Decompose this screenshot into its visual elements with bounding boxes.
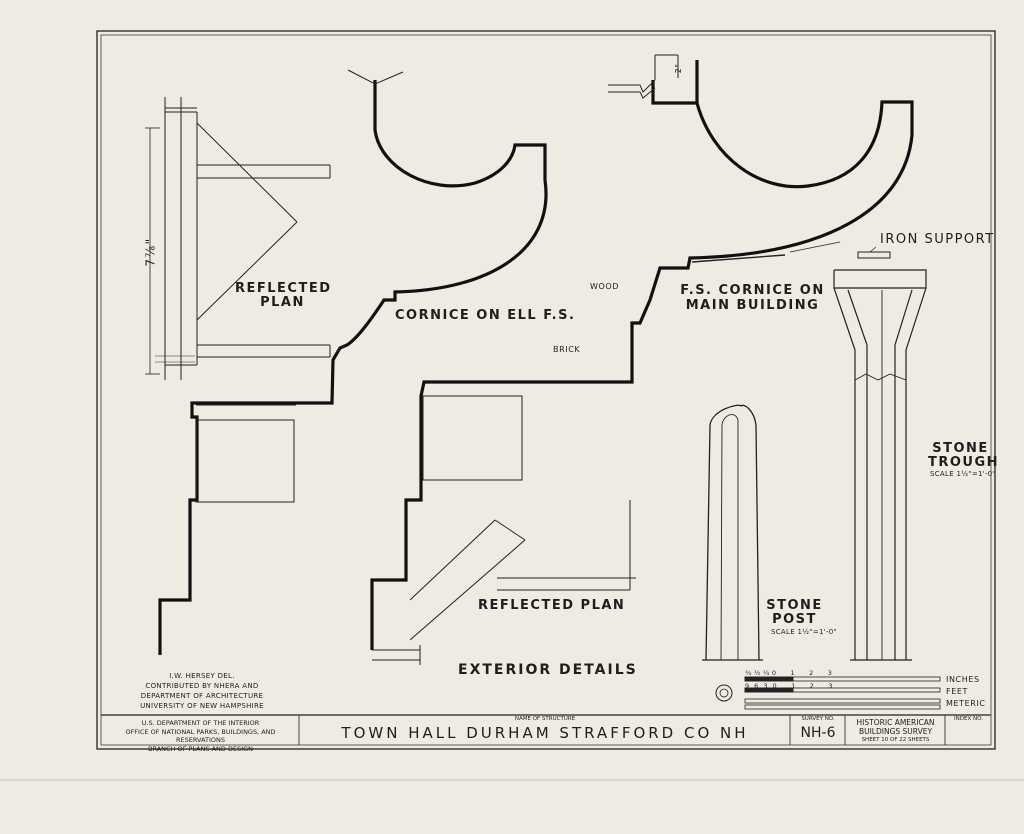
agency-line: U.S. DEPARTMENT OF THE INTERIOR [141,719,260,727]
structure-name: TOWN HALL DURHAM STRAFFORD CO NH [341,724,749,742]
credit-line: UNIVERSITY OF NEW HAMPSHIRE [140,702,264,710]
survey-no: NH-6 [800,725,836,741]
scale-feet-ticks: 9 6 3 0 1 2 3 [745,682,833,690]
label-stone-post-scale: SCALE 1½"=1'-0" [771,628,838,636]
credit-line: I.W. HERSEY DEL. [169,672,235,680]
label-brick: BRICK [553,345,581,354]
credits: I.W. HERSEY DEL. CONTRIBUTED BY NHERA AN… [122,671,282,711]
cornice-ell-profile [158,80,548,655]
scale-metric-label: METERIC [946,699,986,708]
scale-bar [715,676,941,710]
scale-inch-ticks: ¾ ½ ¼ 0 1 2 3 [745,669,833,677]
label-stone-trough: STONE TROUGH [928,441,1000,470]
cornice-ell-details [195,69,404,503]
name-of-structure-label: NAME OF STRUCTURE [514,716,576,722]
agency-line: OFFICE OF NATIONAL PARKS, BUILDINGS, AND… [125,727,276,745]
stone-trough [833,269,927,661]
label-stone-post: STONE POST [766,598,823,627]
label-exterior-details: EXTERIOR DETAILS [458,662,638,678]
label-reflected-plan-left: REFLECTED PLAN [235,281,332,310]
title-block-lines [101,714,991,745]
label-dimension: 7⅞" [143,237,158,267]
label-wood: WOOD [590,282,620,291]
scale-feet-label: FEET [946,687,968,696]
habs-line: BUILDINGS SURVEY [858,727,933,736]
label-stone-trough-scale: SCALE 1½"=1'-0" [930,470,997,478]
credit-line: DEPARTMENT OF ARCHITECTURE [140,692,264,700]
stone-post [702,404,763,661]
survey-no-label: SURVEY NO. [801,716,835,722]
reflected-plan-left [145,97,331,380]
scale-inches-label: INCHES [946,675,980,684]
main-cornice-profile [370,60,914,650]
inner-border [100,34,992,746]
outer-border [96,30,996,750]
label-dimension-small: 2" [674,63,684,74]
main-cornice-details [422,54,891,481]
label-iron-support: IRON SUPPORT [880,232,995,247]
label-cornice-ell: CORNICE ON ELL F.S. [395,308,576,323]
title-block-agency: U.S. DEPARTMENT OF THE INTERIOR OFFICE O… [103,719,298,753]
index-no-label: INDEX NO. [954,716,983,722]
habs-line: HISTORIC AMERICAN [856,718,935,727]
habs-block: HISTORIC AMERICAN BUILDINGS SURVEY SHEET… [846,718,945,745]
credit-line: CONTRIBUTED BY NHERA AND [145,682,259,690]
agency-line: BRANCH OF PLANS AND DESIGN [147,744,254,753]
label-reflected-plan-bottom: REFLECTED PLAN [478,598,626,613]
sheet-text: SHEET 10 OF 22 SHEETS [861,737,930,743]
label-fs-cornice: F.S. CORNICE ON MAIN BUILDING [680,283,825,313]
reflected-plan-bottom [372,500,636,665]
